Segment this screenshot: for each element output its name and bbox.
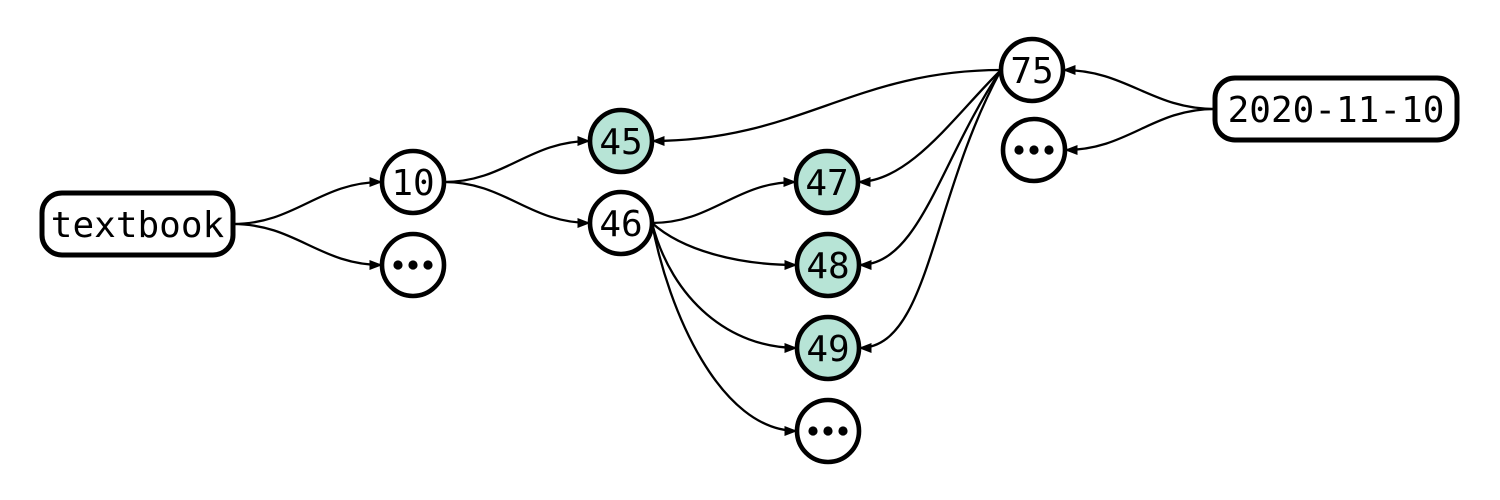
node-75-label: 75 <box>1010 51 1053 92</box>
node-46-shape <box>587 189 655 257</box>
node-date-shape <box>1212 75 1460 143</box>
ellipsis-dot-2 <box>408 260 418 270</box>
node-47-label: 47 <box>805 163 848 204</box>
edge-10-45 <box>443 136 591 184</box>
node-46-label: 46 <box>599 204 642 245</box>
node-45: 45 <box>587 107 655 175</box>
node-10-label: 10 <box>391 163 434 204</box>
ellipsis-dot-3 <box>423 260 433 270</box>
node-75-shape <box>998 36 1066 104</box>
edge-date-75 <box>1062 65 1216 111</box>
node-45-shape <box>587 107 655 175</box>
ellipsis-dot-1 <box>1014 145 1024 155</box>
edge-46-48 <box>651 222 798 270</box>
node-48-shape <box>794 231 862 299</box>
node-49-shape <box>794 314 862 382</box>
node-dotsL <box>379 231 447 299</box>
node-10-shape <box>379 148 447 216</box>
node-textbook-shape <box>39 190 236 258</box>
node-date-label: 2020-11-10 <box>1228 90 1445 131</box>
node-46: 46 <box>587 189 655 257</box>
edge-46-49 <box>650 222 798 353</box>
node-dotsB <box>794 397 862 465</box>
edge-75-45 <box>651 68 1002 146</box>
ellipsis-dot-2 <box>823 426 833 436</box>
node-textbook-label: textbook <box>51 205 225 246</box>
edge-textbook-10 <box>232 177 383 226</box>
ellipsis-dot-2 <box>1029 145 1039 155</box>
node-49-label: 49 <box>806 329 849 370</box>
ellipsis-dot-3 <box>1044 145 1054 155</box>
edge-46-47 <box>651 177 797 225</box>
node-47: 47 <box>793 148 861 216</box>
node-45-label: 45 <box>599 122 642 163</box>
node-date: 2020-11-10 <box>1212 75 1460 143</box>
edge-75-49 <box>858 69 1003 353</box>
ellipsis-dot-3 <box>838 426 848 436</box>
node-49: 49 <box>794 314 862 382</box>
node-48: 48 <box>794 231 862 299</box>
edge-textbook-dotsL <box>232 222 383 270</box>
edge-46-dotsB <box>650 222 798 436</box>
node-75: 75 <box>998 36 1066 104</box>
node-dotsR <box>1000 116 1068 184</box>
node-47-shape <box>793 148 861 216</box>
node-textbook: textbook <box>39 190 236 258</box>
edge-75-47 <box>857 69 1002 187</box>
edge-75-48 <box>858 69 1002 270</box>
ellipsis-dot-1 <box>393 260 403 270</box>
edge-date-dotsR <box>1064 107 1216 155</box>
ellipsis-dot-1 <box>808 426 818 436</box>
node-48-label: 48 <box>806 246 849 287</box>
edge-10-46 <box>443 180 591 228</box>
node-10: 10 <box>379 148 447 216</box>
